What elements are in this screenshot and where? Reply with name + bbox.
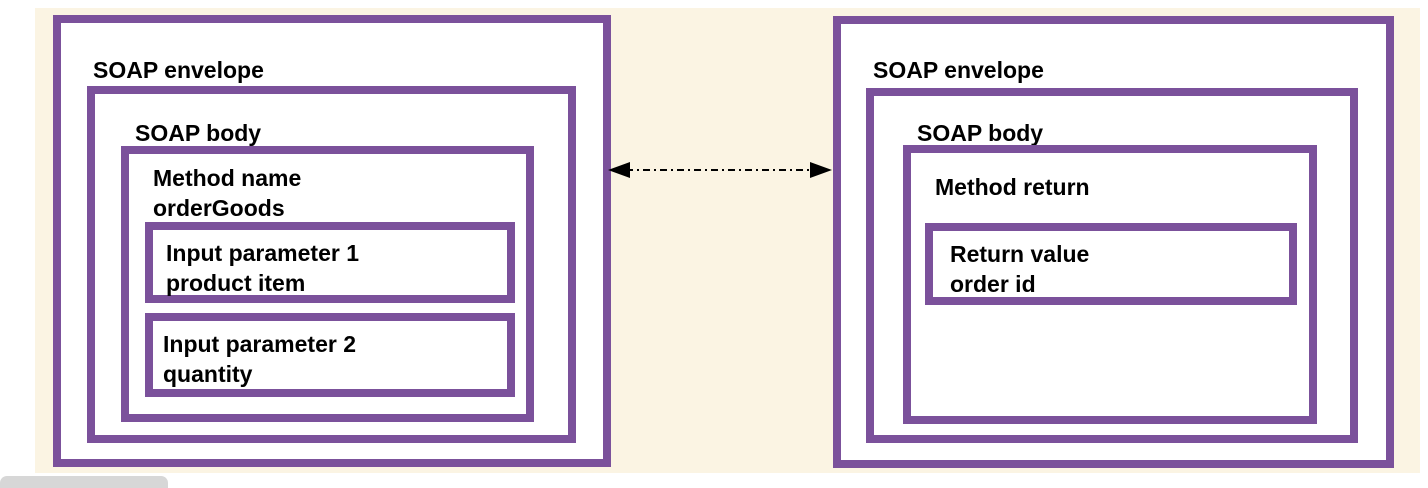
request-envelope-label: SOAP envelope — [93, 57, 264, 83]
input-parameter-1-label: Input parameter 1 — [166, 240, 359, 266]
arrow-head-left — [608, 162, 630, 178]
input-parameter-2-label: Input parameter 2 — [163, 331, 356, 357]
bottom-tab-fragment — [0, 476, 168, 488]
bidirectional-arrow — [608, 162, 832, 178]
request-method-name-label: Method name — [153, 165, 302, 191]
response-method-label: Method return — [935, 174, 1090, 200]
return-value-label: Return value — [950, 241, 1090, 267]
input-parameter-2-box — [145, 313, 515, 397]
input-parameter-1-value: product item — [166, 270, 306, 296]
response-envelope-label: SOAP envelope — [873, 57, 1044, 83]
request-body-label: SOAP body — [135, 120, 262, 146]
input-parameter-2-value: quantity — [163, 361, 253, 387]
return-value-value: order id — [950, 271, 1036, 297]
response-body-label: SOAP body — [917, 120, 1044, 146]
input-parameter-1-box — [145, 222, 515, 303]
request-method-value: orderGoods — [153, 195, 285, 221]
arrow-head-right — [810, 162, 832, 178]
return-value-box — [925, 223, 1297, 305]
